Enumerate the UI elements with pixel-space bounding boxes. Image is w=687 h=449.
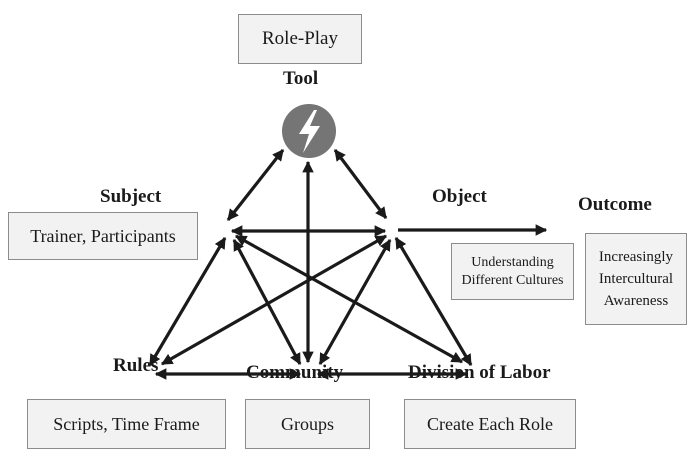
division-heading: Division of Labor <box>408 362 551 383</box>
division-box: Create Each Role <box>404 399 576 449</box>
object-heading: Object <box>432 186 487 207</box>
community-box: Groups <box>245 399 370 449</box>
outcome-heading: Outcome <box>578 194 652 215</box>
community-heading: Community <box>246 362 344 383</box>
arrow-subject-division <box>234 234 464 364</box>
subject-heading: Subject <box>100 186 162 207</box>
tool-box: Role-Play <box>238 14 362 64</box>
arrow-subject-community <box>232 238 302 366</box>
outcome-box: Increasingly Intercultural Awareness <box>585 233 687 325</box>
subject-box: Trainer, Participants <box>8 212 198 260</box>
rules-heading: Rules <box>113 355 159 376</box>
arrow-tool-subject <box>226 149 285 221</box>
rules-box: Scripts, Time Frame <box>27 399 226 449</box>
arrow-tool-object <box>333 149 388 219</box>
lightning-bolt-icon <box>282 104 336 158</box>
tool-heading: Tool <box>283 68 319 89</box>
object-box: Understanding Different Cultures <box>451 243 574 300</box>
arrow-object-rules <box>160 234 388 366</box>
